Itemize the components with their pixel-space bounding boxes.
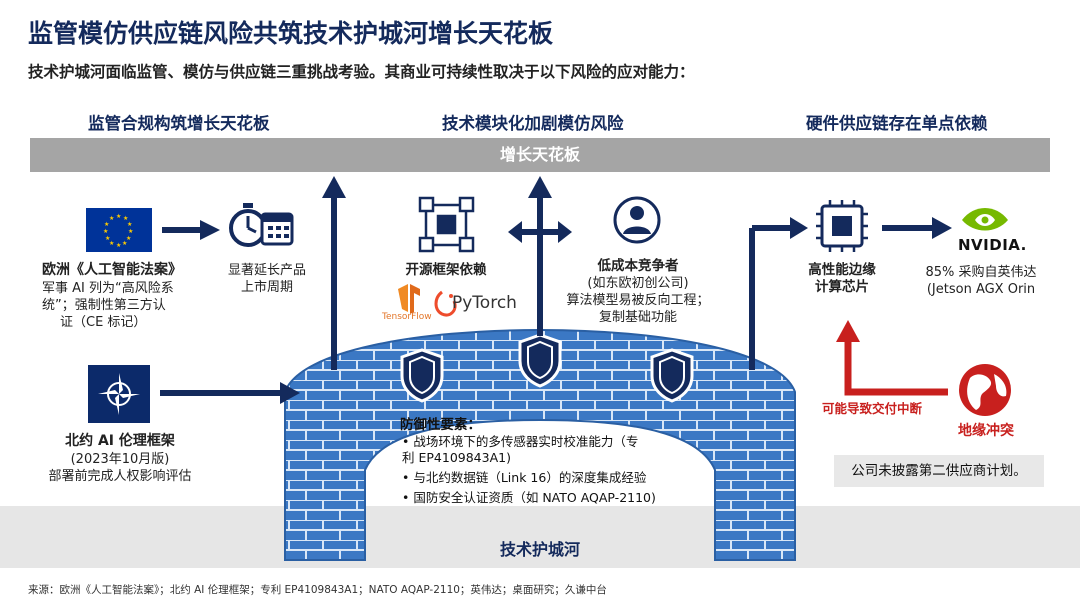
eu-effect-line-1: 显著延长产品 <box>227 263 306 278</box>
source-footnote: 来源：欧洲《人工智能法案》；北约 AI 伦理框架；专利 EP4109843A1；… <box>28 584 607 596</box>
svg-text:★: ★ <box>127 221 132 228</box>
svg-text:★: ★ <box>109 240 114 247</box>
svg-text:★: ★ <box>116 213 121 220</box>
calendar-icon <box>260 212 294 246</box>
tensorflow-label: TensorFlow <box>382 312 432 322</box>
arrows-right <box>749 225 936 370</box>
defense-bullet-2: • 与北约数据链（Link 16）的深度集成经验 <box>402 470 647 485</box>
svg-text:★: ★ <box>105 235 110 242</box>
nvidia-wordmark: NVIDIA. <box>958 236 1027 254</box>
svg-text:★: ★ <box>104 221 109 228</box>
nvidia-icon <box>962 208 1008 231</box>
svg-text:★: ★ <box>128 228 133 235</box>
svg-text:★: ★ <box>123 215 128 222</box>
growth-ceiling-bar: 增长天花板 <box>30 138 1050 172</box>
globe-icon <box>959 364 1011 416</box>
stopwatch-icon <box>229 203 267 247</box>
pytorch-icon <box>434 290 457 317</box>
chip-label-line-1: 高性能边缘 <box>808 262 876 278</box>
moat-ground-band <box>0 506 1080 568</box>
person-icon <box>613 196 661 244</box>
competitor-line-2: 算法模型易被反向工程； <box>566 293 710 308</box>
shield-icon <box>650 348 694 403</box>
competitor-title: 低成本竞争者 <box>597 258 679 274</box>
defense-bullet-3: • 国防安全认证资质（如 NATO AQAP-2110) <box>402 490 656 505</box>
risk-label: 可能导致交付中断 <box>822 401 923 416</box>
arrows-left <box>160 196 337 396</box>
nato-flag-icon <box>88 365 150 423</box>
pytorch-label: PyTorch <box>452 293 517 313</box>
modules-icon <box>418 196 475 253</box>
chip-label-line-2: 计算芯片 <box>815 279 869 295</box>
competitor-line-3: 复制基础功能 <box>598 310 677 325</box>
eu-line-1: 军事 AI 列为“高风险系 <box>42 281 174 296</box>
nato-line-1: (2023年10月版) <box>70 452 170 467</box>
eu-ai-act-title: 欧洲《人工智能法案》 <box>42 262 182 278</box>
nato-compass <box>98 373 140 415</box>
arrows-middle <box>520 196 560 336</box>
opensource-label: 开源框架依赖 <box>405 262 487 278</box>
page-title: 监管模仿供应链风险共筑技术护城河增长天花板 <box>28 19 554 48</box>
nvidia-line-1: 85% 采购自英伟达 <box>925 265 1037 280</box>
column-heading-imitation: 技术模块化加剧模仿风险 <box>442 114 624 133</box>
conflict-label: 地缘冲突 <box>958 423 1014 439</box>
shield-icon <box>518 333 562 388</box>
eu-line-3: 证（CE 标记） <box>60 315 147 330</box>
competitor-line-1: (如东欧初创公司) <box>587 276 689 291</box>
svg-text:★: ★ <box>103 228 108 235</box>
tensorflow-icon <box>398 284 420 314</box>
eu-effect-line-2: 上市周期 <box>240 280 293 295</box>
svg-text:★: ★ <box>109 215 114 222</box>
nvidia-line-2: (Jetson AGX Orin <box>926 282 1036 297</box>
nato-line-2: 部署前完成人权影响评估 <box>48 469 192 484</box>
chip-icon <box>816 200 868 252</box>
defense-bullet-1a: • 战场环境下的多传感器实时校准能力（专 <box>402 434 639 449</box>
risk-arrow <box>836 320 948 396</box>
shield-icon <box>400 348 444 403</box>
svg-text:★: ★ <box>122 240 127 247</box>
eu-stars: ★★★ ★★★ ★★★ ★★★ <box>103 213 133 249</box>
eu-line-2: 统”；强制性第三方认 <box>42 298 166 313</box>
eu-flag-icon: ★★★ ★★★ ★★★ ★★★ <box>86 208 152 252</box>
column-heading-supply-chain: 硬件供应链存在单点依赖 <box>806 114 988 133</box>
page-subtitle: 技术护城河面临监管、模仿与供应链三重挑战考验。其商业可持续性取决于以下风险的应对… <box>28 63 695 81</box>
svg-text:★: ★ <box>116 242 121 249</box>
svg-text:★: ★ <box>126 235 131 242</box>
moat-label: 技术护城河 <box>499 540 580 559</box>
nato-framework-title: 北约 AI 伦理框架 <box>65 433 175 449</box>
supplier-note: 公司未披露第二供应商计划。 <box>834 455 1044 487</box>
defense-bullet-1b: 利 EP4109843A1) <box>402 450 511 465</box>
column-heading-regulation: 监管合规构筑增长天花板 <box>88 114 270 133</box>
defense-title: 防御性要素： <box>400 417 481 433</box>
